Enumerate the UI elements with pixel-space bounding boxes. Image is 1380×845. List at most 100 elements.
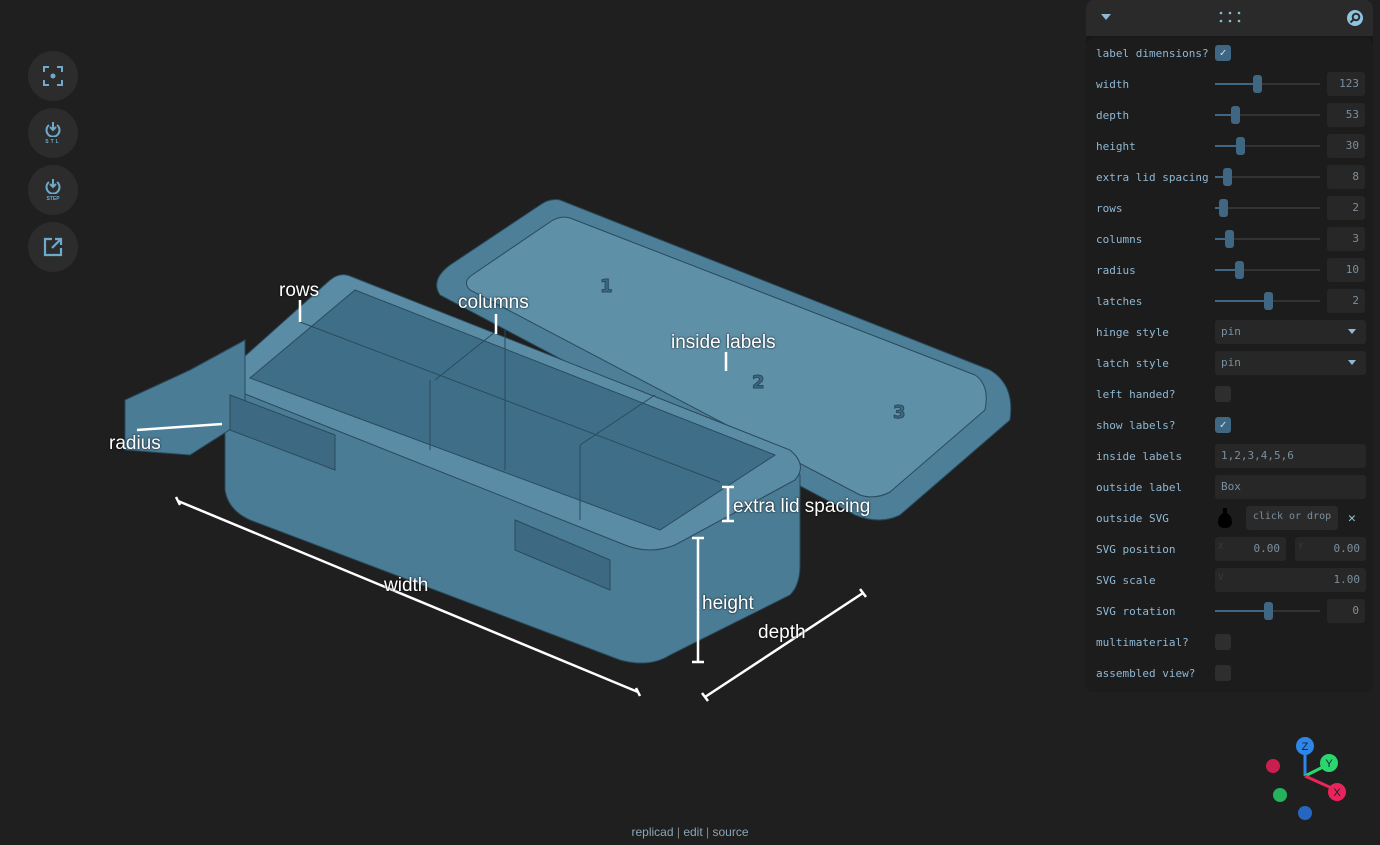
y-axis-label: Y <box>1325 758 1333 770</box>
replicad-link[interactable]: replicad <box>631 825 674 839</box>
dim-label-rows: rows <box>279 280 320 301</box>
control-row-label-dimensions: label dimensions?✓ <box>1096 41 1366 65</box>
source-link[interactable]: source <box>712 825 749 839</box>
z-axis-button[interactable]: Z <box>1296 737 1314 755</box>
depth-slider-thumb[interactable] <box>1230 106 1240 124</box>
left-handed-checkbox[interactable] <box>1215 386 1231 402</box>
columns-slider-thumb[interactable] <box>1224 230 1234 248</box>
svg-scale-value: 1.00 <box>1333 573 1361 586</box>
dim-label-inside-labels: inside labels <box>671 332 776 353</box>
radius-label: radius <box>1096 263 1136 277</box>
label-dimensions-checkbox[interactable]: ✓ <box>1215 45 1231 61</box>
latch-style-select[interactable]: pin <box>1215 351 1366 375</box>
neg-y-axis-dot[interactable] <box>1273 788 1287 802</box>
recenter-icon <box>43 66 63 86</box>
width-value-input[interactable]: 123 <box>1327 72 1365 96</box>
latches-slider[interactable] <box>1215 292 1320 310</box>
assembled-view-checkbox[interactable] <box>1215 665 1231 681</box>
separator: | <box>676 825 680 839</box>
width-slider-thumb[interactable] <box>1253 75 1262 93</box>
dim-label-height: height <box>702 593 754 614</box>
svg-rotation-value-input[interactable]: 0 <box>1327 599 1365 623</box>
y-axis-button[interactable]: Y <box>1320 754 1338 772</box>
multimaterial-checkbox[interactable] <box>1215 634 1231 650</box>
hinge-style-select[interactable]: pin <box>1215 320 1366 344</box>
open-external-icon <box>43 237 63 257</box>
svg-rotation-slider[interactable] <box>1215 602 1320 620</box>
footer: replicad | edit | source <box>0 825 1380 839</box>
extra-lid-spacing-label: extra lid spacing <box>1096 170 1209 184</box>
control-row-left-handed: left handed? <box>1096 382 1366 406</box>
latches-slider-thumb[interactable] <box>1263 292 1273 310</box>
height-slider[interactable] <box>1215 137 1320 155</box>
outside-svg-drop-button[interactable]: click or drop <box>1246 506 1338 530</box>
latch-style-label: latch style <box>1096 356 1169 370</box>
svg-position-y-value: 0.00 <box>1333 542 1361 555</box>
panel-header[interactable] <box>1086 0 1373 36</box>
control-row-latch-style: latch style pin <box>1096 351 1366 375</box>
3d-viewport[interactable]: 1 2 3 <box>0 0 1080 845</box>
rows-value-input[interactable]: 2 <box>1327 196 1365 220</box>
height-slider-fill <box>1215 145 1241 147</box>
extra-lid-spacing-slider-thumb[interactable] <box>1222 168 1232 186</box>
edit-link[interactable]: edit <box>683 825 703 839</box>
outside-label-label: outside label <box>1096 480 1183 494</box>
lid-number-3: 3 <box>893 402 906 423</box>
download-step-button[interactable]: STEP <box>28 165 78 215</box>
box-base-model <box>124 274 801 664</box>
axis-gizmo[interactable]: Z Y X <box>1258 732 1358 820</box>
height-slider-thumb[interactable] <box>1236 137 1246 155</box>
assembled-view-label: assembled view? <box>1096 666 1196 680</box>
depth-slider-fill <box>1215 114 1235 116</box>
radius-value-input[interactable]: 10 <box>1327 258 1365 282</box>
svg-position-x-prefix: X <box>1218 542 1224 552</box>
x-axis-button[interactable]: X <box>1328 783 1346 801</box>
height-value-input[interactable]: 30 <box>1327 134 1365 158</box>
svg-rotation-slider-thumb[interactable] <box>1263 602 1273 620</box>
collapse-caret-icon[interactable] <box>1100 13 1112 21</box>
outside-svg-clear-icon[interactable]: ✕ <box>1348 510 1356 526</box>
radius-slider[interactable] <box>1215 261 1320 279</box>
inside-labels-input[interactable]: 1,2,3,4,5,6 <box>1215 444 1366 468</box>
width-slider[interactable] <box>1215 75 1320 93</box>
columns-slider-fill <box>1215 238 1229 240</box>
outside-svg-preview-icon <box>1218 507 1232 533</box>
columns-slider[interactable] <box>1215 230 1320 248</box>
dim-label-width: width <box>384 575 429 596</box>
search-icon[interactable] <box>1346 9 1364 27</box>
neg-x-axis-dot[interactable] <box>1266 759 1280 773</box>
control-row-depth: depth 53 <box>1096 103 1366 127</box>
extra-lid-spacing-slider[interactable] <box>1215 168 1320 186</box>
depth-value-input[interactable]: 53 <box>1327 103 1365 127</box>
depth-slider[interactable] <box>1215 106 1320 124</box>
rows-slider[interactable] <box>1215 199 1320 217</box>
hinge-style-label: hinge style <box>1096 325 1169 339</box>
outside-label-input[interactable]: Box <box>1215 475 1366 499</box>
show-labels-checkbox[interactable]: ✓ <box>1215 417 1231 433</box>
svg-rotation-slider-fill <box>1215 610 1268 612</box>
download-stl-button[interactable]: STL <box>28 108 78 158</box>
extra-lid-spacing-value-input[interactable]: 8 <box>1327 165 1365 189</box>
drag-handle-icon[interactable] <box>1219 11 1241 23</box>
radius-slider-thumb[interactable] <box>1235 261 1245 279</box>
width-label: width <box>1096 77 1130 91</box>
dim-label-columns: columns <box>458 292 529 313</box>
step-label: STEP <box>46 196 60 202</box>
open-external-button[interactable] <box>28 222 78 272</box>
stl-label: STL <box>45 139 61 145</box>
rows-slider-thumb[interactable] <box>1219 199 1229 217</box>
svg-scale-prefix: V <box>1218 573 1224 583</box>
neg-z-axis-dot[interactable] <box>1298 806 1312 820</box>
show-labels-label: show labels? <box>1096 418 1176 432</box>
depth-label: depth <box>1096 108 1130 122</box>
columns-value-input[interactable]: 3 <box>1327 227 1365 251</box>
latches-value-input[interactable]: 2 <box>1327 289 1365 313</box>
svg-scale-input[interactable]: V 1.00 <box>1215 568 1366 592</box>
recenter-button[interactable] <box>28 51 78 101</box>
